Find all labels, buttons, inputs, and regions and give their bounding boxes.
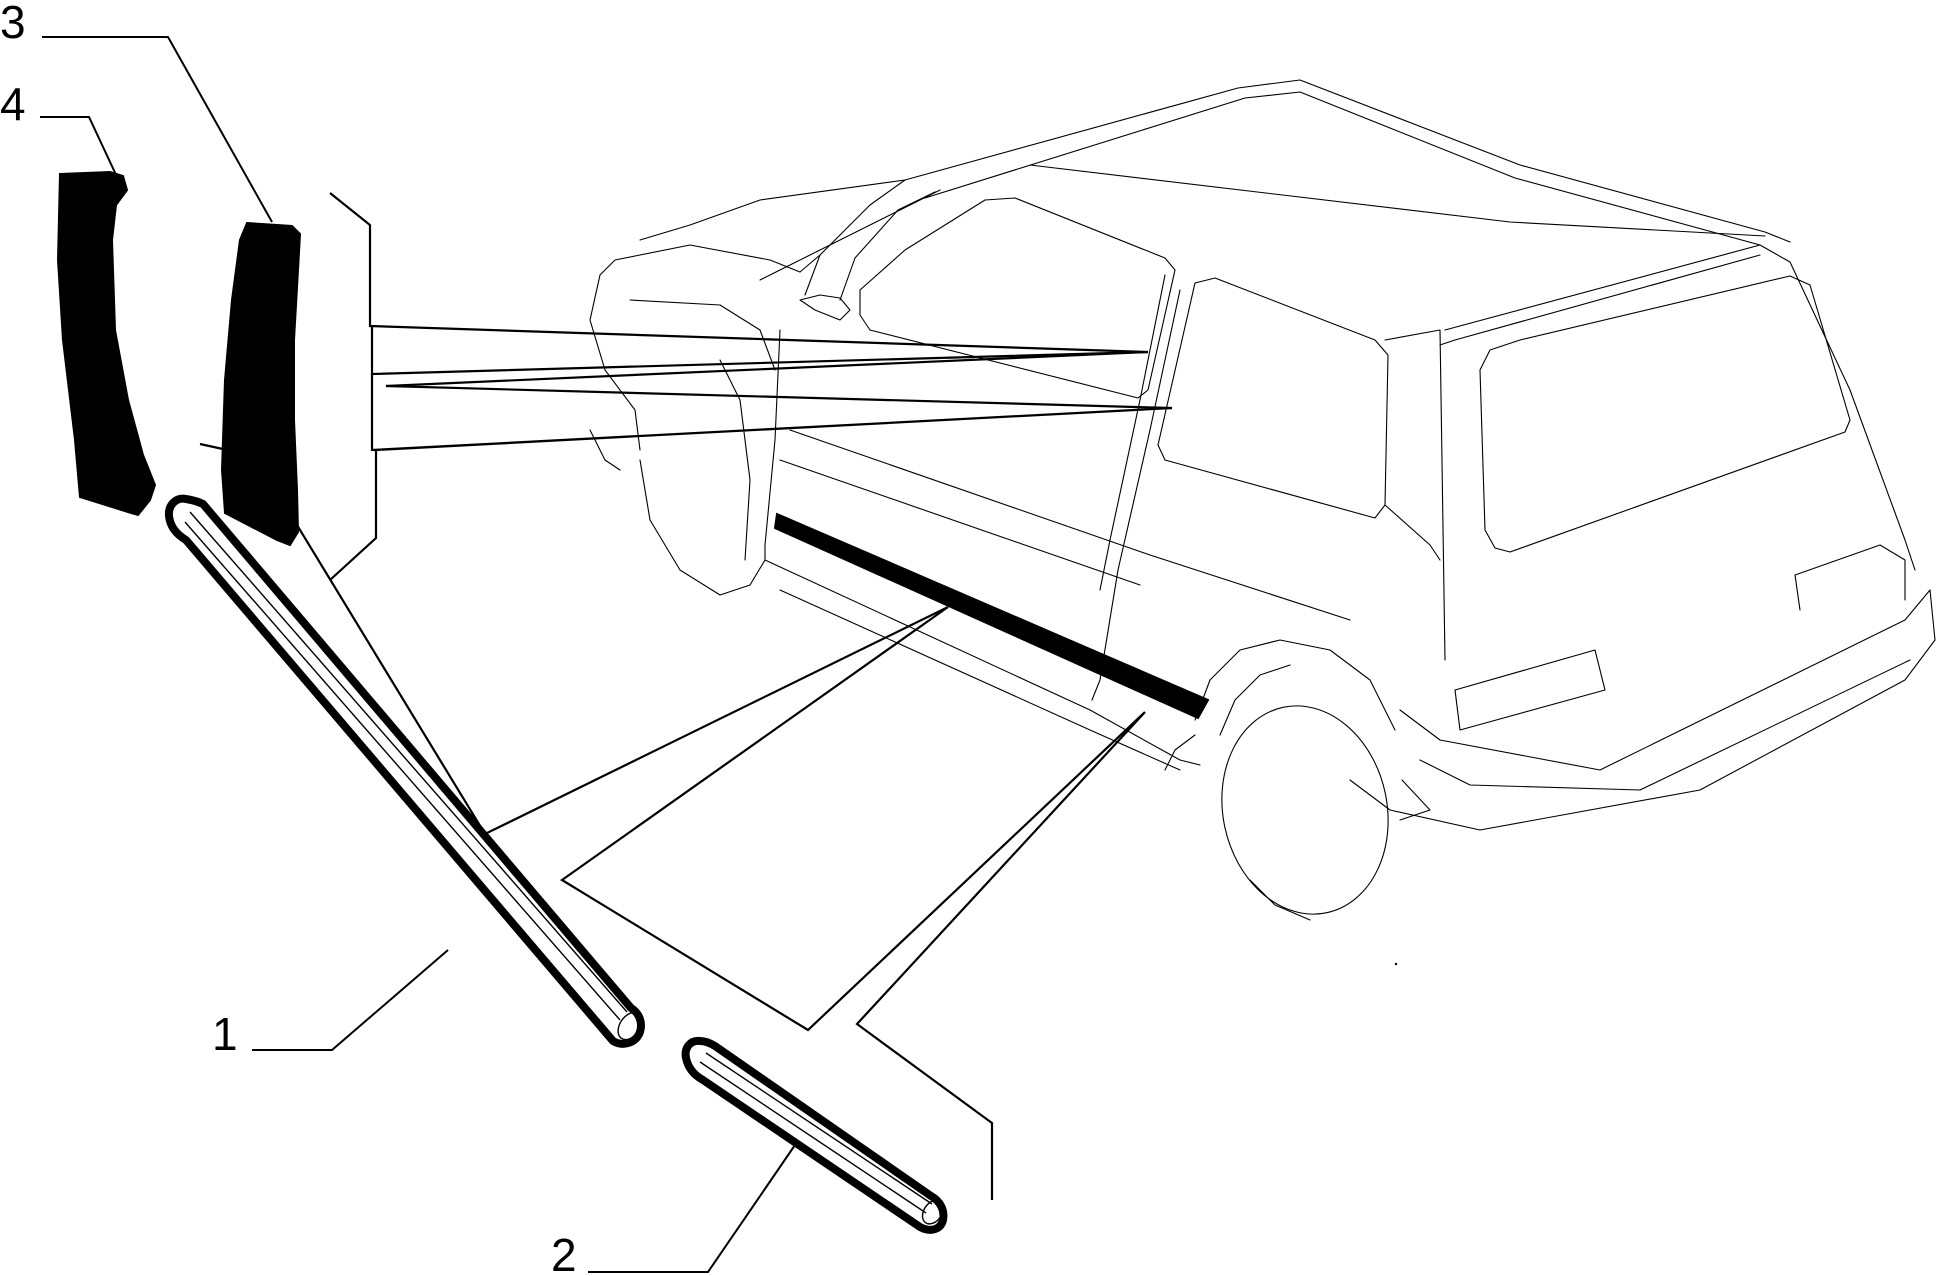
speck [1394, 962, 1398, 966]
callout-4: 4 [0, 78, 26, 130]
callout-2: 2 [551, 1229, 577, 1276]
part-2-sill-moulding [681, 1036, 948, 1234]
side-sill-strip [773, 512, 1210, 720]
part-4-pillar-trim [56, 170, 157, 517]
part-3-pillar-trim [220, 221, 302, 547]
callout-1: 1 [212, 1008, 238, 1060]
leader-lines-sills [199, 442, 1146, 1200]
callout-leaders [40, 36, 796, 1273]
callout-3: 3 [0, 0, 26, 48]
car-outline [589, 79, 1936, 921]
part-1-sill-moulding [164, 494, 645, 1048]
leader-lines-pillars [329, 192, 1173, 581]
